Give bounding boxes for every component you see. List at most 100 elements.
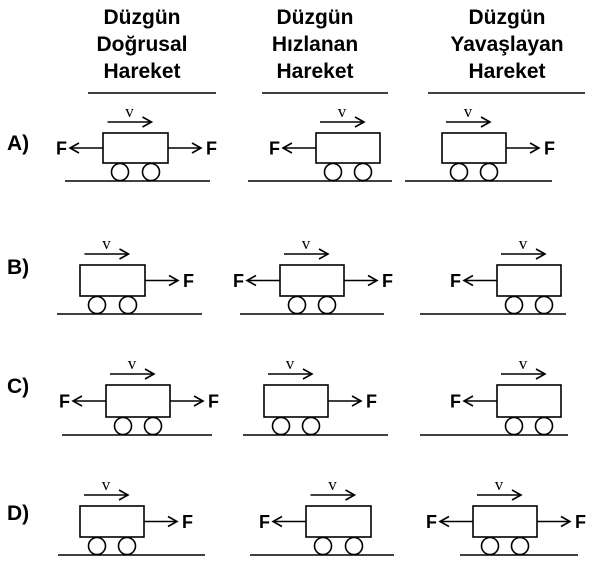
velocity-label: v: [125, 102, 134, 121]
cart-wheel: [118, 295, 138, 315]
force-arrowhead-right: [167, 515, 179, 528]
velocity-arrowhead: [345, 489, 357, 501]
cart-body: [441, 132, 507, 164]
force-label-right: F: [183, 271, 194, 291]
force-label-left: F: [269, 139, 280, 159]
velocity-arrowhead: [480, 116, 492, 128]
force-label-right: F: [366, 392, 377, 412]
cart-wheel: [510, 536, 530, 556]
cart-body: [279, 264, 345, 297]
cart-wheel: [141, 162, 161, 182]
velocity-label: v: [464, 102, 473, 121]
column-header-line: Düzgün: [469, 6, 546, 29]
cart-wheel: [534, 416, 554, 436]
cart-wheel: [323, 162, 343, 182]
cart-body: [315, 132, 381, 164]
velocity-arrowhead: [142, 116, 154, 128]
force-label-left: F: [426, 512, 437, 532]
force-arrowhead-right: [560, 515, 572, 528]
velocity-label: v: [495, 475, 504, 494]
velocity-label: v: [519, 234, 528, 253]
force-arrowhead-right: [191, 142, 203, 154]
cart-wheel: [143, 416, 163, 436]
velocity-label: v: [102, 234, 111, 253]
force-arrowhead-right: [168, 274, 180, 287]
cart-body: [102, 132, 169, 164]
cart-diagram: vF: [405, 102, 555, 182]
velocity-label: v: [338, 102, 347, 121]
cart-wheel: [313, 536, 333, 556]
velocity-arrowhead: [535, 248, 547, 260]
cart-body: [305, 505, 372, 538]
cart-wheel: [504, 295, 524, 315]
force-arrowhead-left: [271, 515, 283, 528]
force-label-left: F: [233, 271, 244, 291]
cart-wheel: [87, 295, 107, 315]
cart-wheel: [353, 162, 373, 182]
cart-body: [472, 505, 538, 538]
cart-body: [79, 264, 146, 297]
cart-wheel: [504, 416, 524, 436]
velocity-arrowhead: [144, 368, 156, 380]
column-header-line: Düzgün: [277, 6, 354, 29]
cart-diagram: vF: [420, 354, 568, 436]
force-label-left: F: [59, 392, 70, 412]
cart-diagram: vF F: [426, 475, 586, 556]
column-header-line: Düzgün: [104, 6, 181, 29]
force-arrowhead-left: [245, 274, 257, 287]
force-arrowhead-left: [462, 274, 474, 287]
velocity-arrowhead: [511, 489, 523, 501]
cart-body: [105, 384, 171, 418]
force-arrowhead-right: [351, 395, 363, 407]
cart-wheel: [317, 295, 337, 315]
force-label-right: F: [544, 139, 555, 159]
force-arrowhead-left: [438, 515, 450, 528]
force-label-left: F: [450, 271, 461, 291]
cart-body: [496, 384, 562, 418]
velocity-arrowhead: [318, 248, 330, 260]
force-arrowhead-left: [462, 395, 474, 407]
velocity-label: v: [302, 234, 311, 253]
cart-wheel: [87, 536, 107, 556]
cart-wheel: [271, 416, 291, 436]
force-label-right: F: [575, 512, 586, 532]
column-header-line: Hızlanan: [272, 33, 358, 56]
option-label: C): [7, 375, 29, 398]
velocity-label: v: [286, 354, 295, 373]
force-arrowhead-left: [68, 142, 80, 154]
force-arrowhead-right: [367, 274, 379, 287]
cart-wheel: [110, 162, 130, 182]
cart-diagram: vF: [420, 234, 566, 315]
force-label-left: F: [56, 139, 67, 159]
velocity-label: v: [128, 354, 137, 373]
cart-diagram: vF: [57, 234, 202, 315]
column-header-line: Yavaşlayan: [450, 33, 563, 56]
column-header-line: Doğrusal: [96, 33, 187, 56]
velocity-label: v: [328, 475, 337, 494]
column-header-line: Hareket: [276, 60, 353, 83]
velocity-arrowhead: [119, 248, 131, 260]
force-label-right: F: [382, 271, 393, 291]
cart-diagram: vF: [248, 102, 392, 182]
velocity-label: v: [519, 354, 528, 373]
option-label: D): [7, 502, 29, 525]
cart-diagram: vF: [250, 475, 394, 556]
velocity-arrowhead: [354, 116, 366, 128]
velocity-arrowhead: [118, 489, 130, 501]
velocity-label: v: [102, 475, 111, 494]
cart-wheel: [301, 416, 321, 436]
cart-wheel: [117, 536, 137, 556]
cart-diagram: vF: [243, 354, 388, 436]
cart-wheel: [344, 536, 364, 556]
cart-body: [263, 384, 329, 418]
force-label-left: F: [259, 512, 270, 532]
cart-wheel: [113, 416, 133, 436]
force-label-left: F: [450, 392, 461, 412]
cart-wheel: [449, 162, 469, 182]
force-arrowhead-left: [281, 142, 293, 154]
